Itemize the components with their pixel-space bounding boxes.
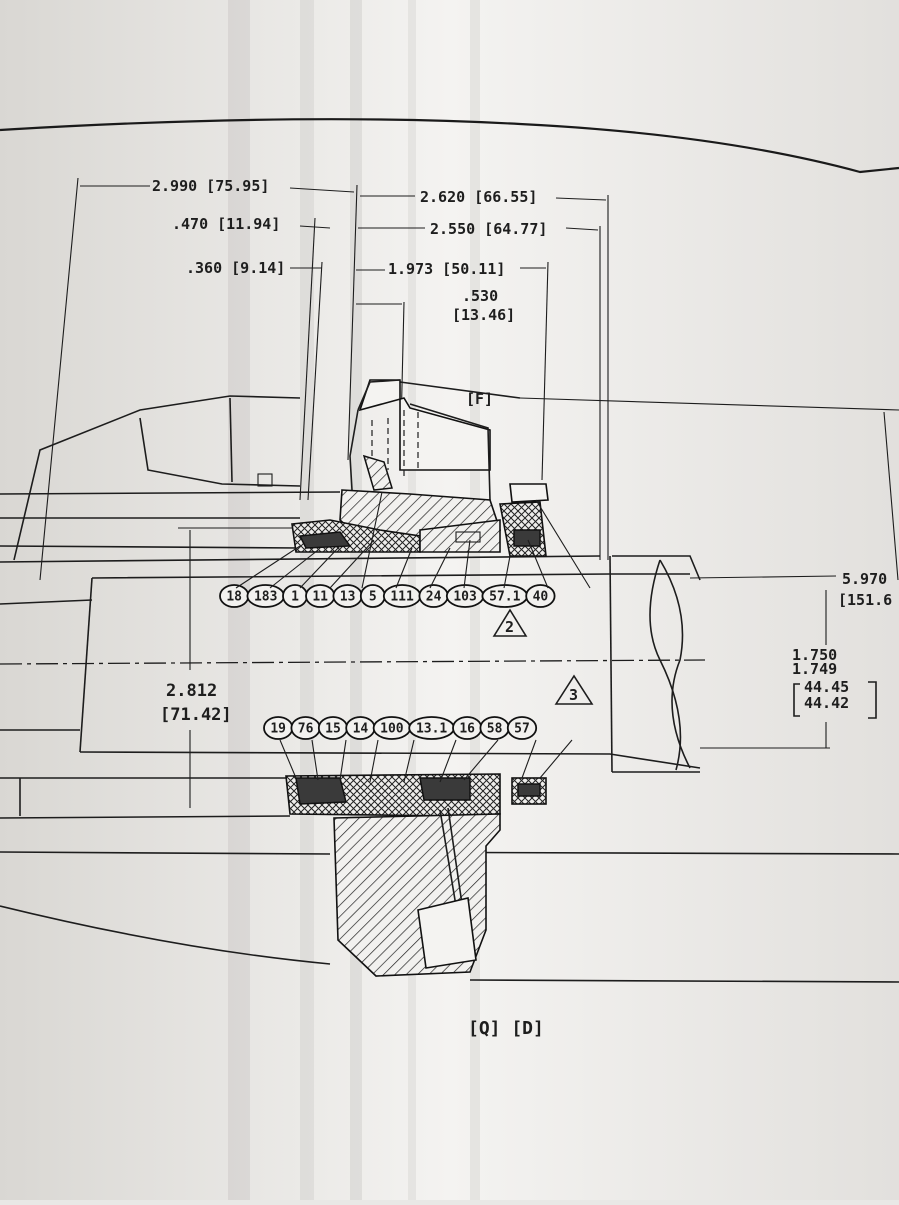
note-triangle-3: 3	[554, 674, 594, 705]
dim-530: .530	[462, 287, 498, 305]
dim-360: .360 [9.14]	[186, 259, 285, 277]
item-balloon-label: 100	[380, 722, 404, 737]
dim-1750: 1.750	[792, 646, 837, 664]
dim-2990: 2.990 [75.95]	[152, 177, 269, 195]
dim-5970: 5.970	[842, 570, 887, 588]
item-balloon-label: 13	[340, 590, 356, 605]
item-balloon-label: 13.1	[416, 722, 447, 737]
item-balloon-label: 76	[298, 722, 314, 737]
svg-text:2: 2	[505, 618, 514, 636]
item-balloon-label: 111	[390, 590, 414, 605]
svg-text:3: 3	[569, 686, 578, 704]
dim-2812: 2.812	[166, 681, 217, 701]
upper-seal-section	[291, 379, 549, 557]
item-balloon-57	[506, 716, 538, 740]
item-balloon-label: 57	[514, 722, 530, 737]
dim-470: .470 [11.94]	[172, 215, 280, 233]
dim-4442: 44.42	[804, 694, 849, 712]
sheet-edge	[0, 118, 899, 174]
item-balloon-label: 15	[325, 722, 341, 737]
note-triangle-2: 2	[492, 608, 528, 637]
item-balloon-label: 183	[254, 590, 277, 605]
flag-f: [F]	[466, 390, 493, 408]
dim-2620: 2.620 [66.55]	[420, 188, 537, 206]
item-balloon-40	[525, 584, 556, 608]
dim-5970-mm: [151.6	[838, 591, 892, 609]
flag-q-d: [Q] [D]	[468, 1018, 544, 1039]
dim-4445: 44.45	[804, 678, 849, 696]
dim-2812-mm: [71.42]	[160, 705, 232, 725]
dim-530-mm: [13.46]	[452, 306, 515, 324]
balloons-bottom-row: 19 76 15 14 100 13.1 16 58 57	[263, 716, 538, 740]
item-balloon-label: 16	[459, 722, 475, 737]
item-balloon-label: 58	[487, 722, 503, 737]
item-balloon-label: 103	[453, 590, 476, 605]
leader-lines	[235, 491, 591, 783]
item-balloon-label: 18	[226, 590, 242, 605]
item-balloon-label: 24	[426, 590, 442, 605]
item-balloon-label: 11	[312, 590, 328, 605]
item-balloon-label: 5	[369, 590, 377, 605]
lower-seal-section	[285, 773, 547, 977]
dim-1973: 1.973 [50.11]	[388, 260, 505, 278]
dimension-labels: 2.990 [75.95] 2.620 [66.55] .470 [11.94]…	[152, 177, 892, 1039]
item-balloon-label: 19	[270, 722, 286, 737]
item-balloon-label: 14	[353, 722, 369, 737]
item-balloon-label: 40	[533, 590, 549, 605]
item-balloon-label: 57.1	[489, 590, 520, 605]
housing-outline	[0, 381, 899, 983]
dim-1749: 1.749	[792, 660, 837, 678]
dim-2550: 2.550 [64.77]	[430, 220, 547, 238]
item-balloon-label: 1	[291, 590, 299, 605]
